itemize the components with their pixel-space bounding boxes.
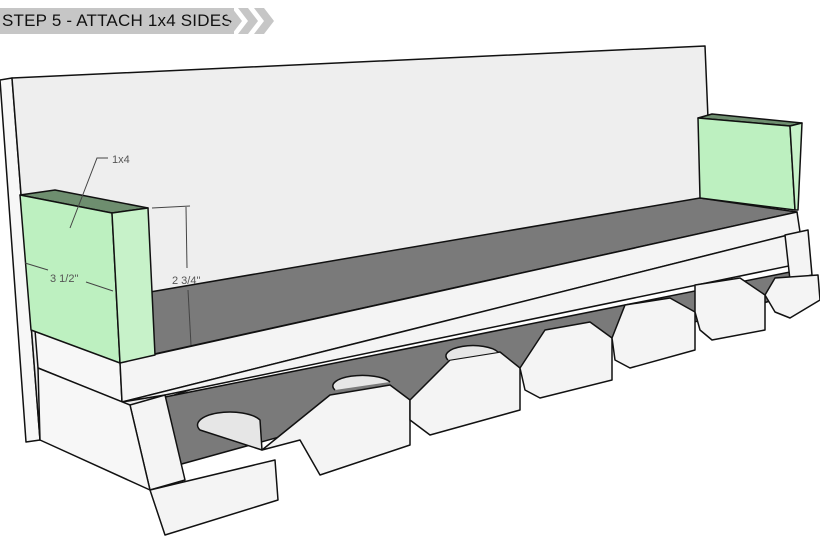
dim-3-1-2-a [24, 262, 49, 271]
leader-1x4 [69, 157, 108, 229]
dim-2-3-4-b [187, 289, 192, 346]
finger-3 [409, 344, 521, 436]
label-height: 2 3/4" [172, 275, 200, 287]
finger-1 [149, 411, 279, 536]
left-1x4-side [111, 207, 156, 364]
right-1x4-front [697, 117, 796, 211]
label-1x4: 1x4 [112, 154, 130, 166]
step-title: STEP 5 - ATTACH 1x4 SIDES [2, 11, 233, 30]
finger-5 [611, 297, 696, 369]
finger-4 [519, 321, 613, 399]
chevrons-icon [222, 8, 274, 34]
rail-end-right [784, 229, 813, 281]
right-1x4-side [789, 122, 803, 211]
finger-2 [261, 374, 411, 476]
dim-2-3-4-ext-top [151, 205, 191, 209]
finger-7 [764, 274, 820, 319]
dim-3-1-2-b [85, 281, 114, 292]
label-width: 3 1/2" [50, 273, 78, 285]
finger-6 [694, 277, 766, 341]
step-banner: STEP 5 - ATTACH 1x4 SIDES [0, 8, 234, 34]
dim-2-3-4-a [185, 206, 188, 269]
